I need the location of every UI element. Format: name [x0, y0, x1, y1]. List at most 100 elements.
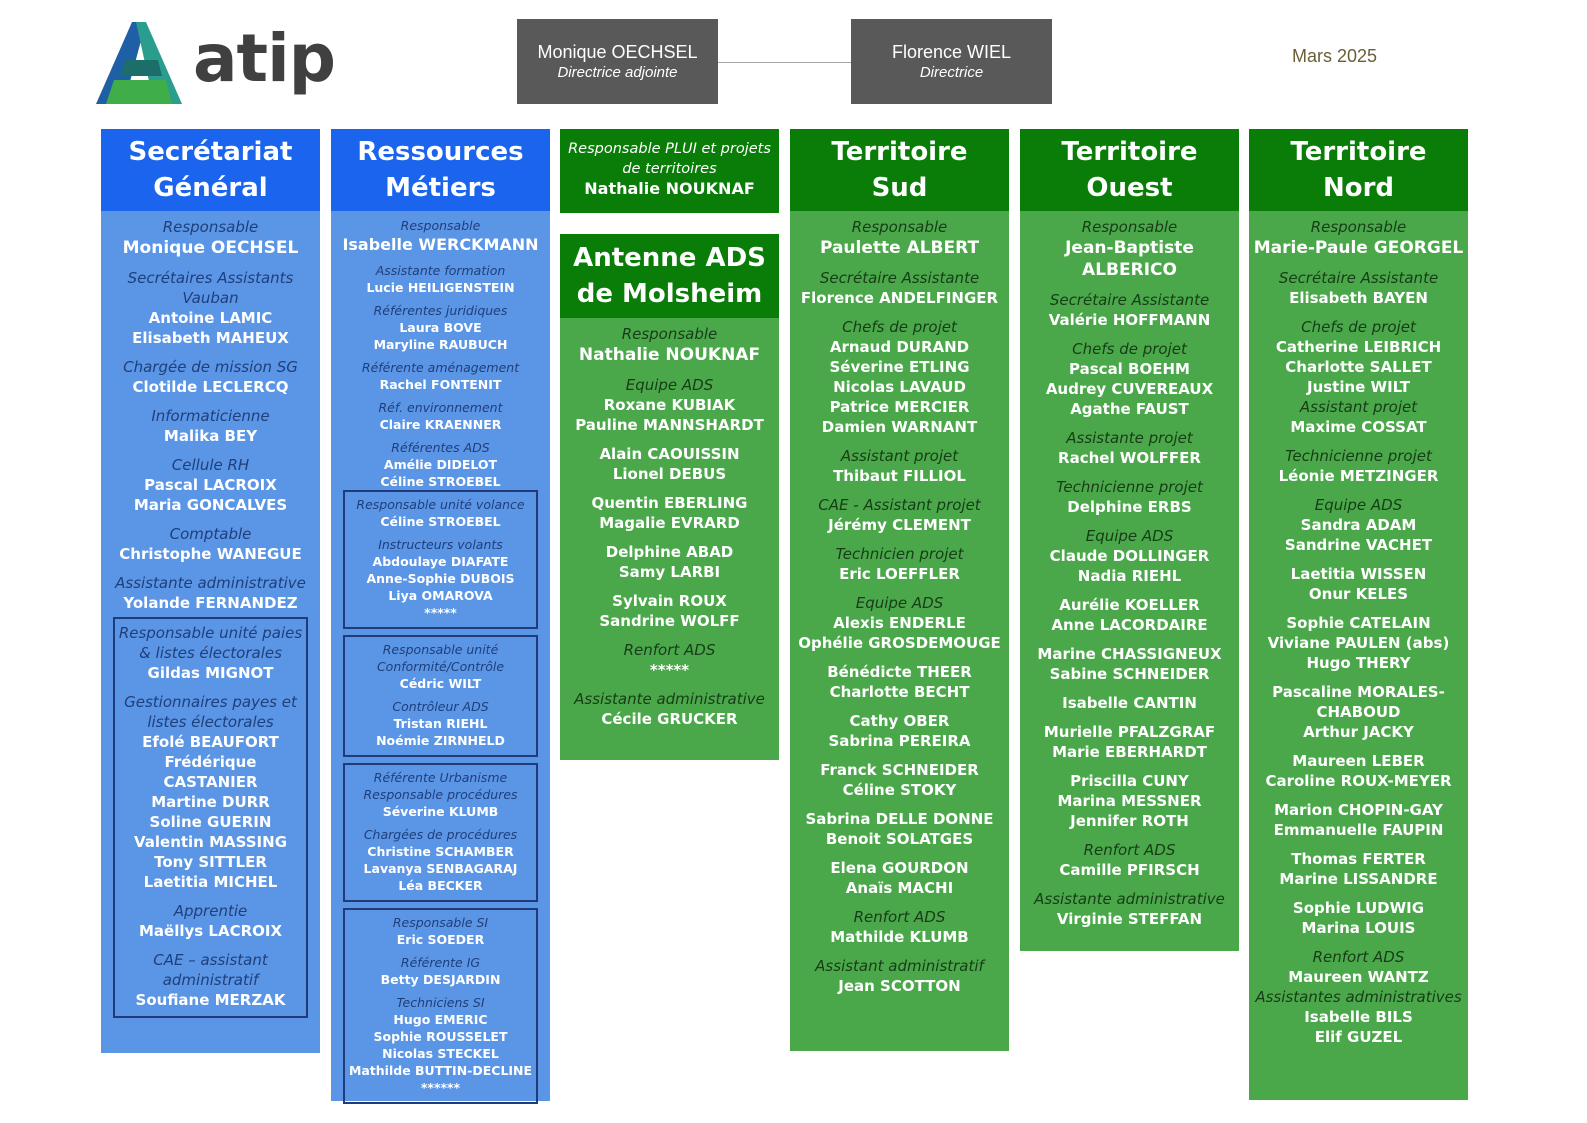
role-label: Instructeurs volants	[378, 537, 503, 552]
person-name: Roxane KUBIAK	[603, 396, 736, 414]
person-name: Hugo THERY	[1306, 654, 1411, 672]
column-body: Responsable Isabelle WERCKMANN Assistant…	[331, 211, 550, 1104]
role-label: Technicienne projet	[1056, 478, 1203, 496]
person-name: Camille PFIRSCH	[1059, 861, 1200, 879]
person-name: Noémie ZIRNHELD	[376, 733, 505, 748]
person-name: Charlotte BECHT	[829, 683, 970, 701]
person-name: Antoine LAMIC	[148, 309, 273, 327]
person-name: Céline STOKY	[842, 781, 957, 799]
person-name: Clotilde LECLERCQ	[132, 378, 289, 396]
person-name: Elisabeth BAYEN	[1289, 289, 1428, 307]
header-line: Secrétariat	[128, 137, 293, 167]
director-adjointe-name: Monique OECHSEL	[537, 41, 698, 62]
person-name: Maureen WANTZ	[1288, 968, 1429, 986]
person-name: Marine CHASSIGNEUX	[1037, 645, 1222, 663]
person-name: Cédric WILT	[399, 676, 482, 691]
role-label: Chefs de projet	[1072, 340, 1187, 358]
role-label: Référente Urbanisme Responsable procédur…	[363, 770, 518, 802]
unit-urbanisme-box: Référente Urbanisme Responsable procédur…	[343, 763, 538, 902]
person-name: Pauline MANNSHARDT	[575, 416, 764, 434]
role-label: Cellule RH	[171, 456, 250, 474]
person-name: Cécile GRUCKER	[601, 710, 738, 728]
header-line: Antenne ADS	[573, 243, 766, 273]
role-label: Responsable unité paies & listes élector…	[118, 624, 303, 662]
director-connector	[718, 62, 851, 63]
person-name: Anne LACORDAIRE	[1051, 616, 1208, 634]
role-label: Informaticienne	[151, 407, 270, 425]
person-name: Nathalie NOUKNAF	[584, 179, 755, 198]
role-label: CAE - Assistant projet	[818, 496, 981, 514]
person-name: Christine SCHAMBER	[367, 844, 514, 859]
column-header: Territoire Nord	[1249, 129, 1468, 211]
person-name: Jérémy CLEMENT	[828, 516, 971, 534]
person-name: Betty DESJARDIN	[380, 972, 501, 987]
role-label: Secrétaires Assistants Vauban	[127, 269, 294, 307]
person-name: Séverine ETLING	[829, 358, 970, 376]
role-label: Gestionnaires payes et listes électorale…	[124, 693, 297, 731]
person-name: Anne-Sophie DUBOIS	[366, 571, 515, 586]
person-name: Anaïs MACHI	[845, 879, 954, 897]
person-name: Isabelle WERCKMANN	[342, 235, 539, 254]
person-name: Soline GUERIN	[149, 813, 272, 831]
role-label: Référentes juridiques	[373, 303, 508, 318]
person-name: Arthur JACKY	[1303, 723, 1414, 741]
header-line: Nord	[1322, 173, 1395, 203]
person-name: Delphine ABAD	[605, 543, 734, 561]
person-name: Marion CHOPIN-GAY	[1274, 801, 1443, 819]
person-name: Amélie DIDELOT	[383, 457, 498, 472]
person-name: Arnaud DURAND	[829, 338, 970, 356]
person-name: Gildas MIGNOT	[147, 664, 274, 682]
person-name: Onur KELES	[1308, 585, 1409, 603]
header-line: de Molsheim	[576, 279, 763, 309]
header-line: Sud	[871, 173, 928, 203]
person-name: Laetitia MICHEL	[143, 873, 278, 891]
person-name: Maureen LEBER	[1292, 752, 1425, 770]
person-name: Séverine KLUMB	[382, 804, 499, 819]
person-name: Sandra ADAM	[1300, 516, 1417, 534]
logo-text: atip	[193, 20, 336, 97]
person-name: Thomas FERTER	[1291, 850, 1426, 868]
person-name: Priscilla CUNY	[1070, 772, 1189, 790]
person-name: Elif GUZEL	[1314, 1028, 1403, 1046]
role-label: Référente IG	[400, 955, 481, 970]
person-name: Céline STROEBEL	[380, 514, 501, 529]
header-line: Territoire	[1061, 137, 1198, 167]
person-name: Marie EBERHARDT	[1052, 743, 1207, 761]
person-name: CHABOUD	[1316, 703, 1401, 721]
person-name: Damien WARNANT	[821, 418, 978, 436]
person-name: Lucie HEILIGENSTEIN	[366, 280, 515, 295]
role-label: Technicien projet	[835, 545, 964, 563]
role-label: Chefs de projet	[1301, 318, 1416, 336]
person-name: Liya OMAROVA	[388, 588, 493, 603]
person-name: Marina LOUIS	[1301, 919, 1416, 937]
person-name: Abdoulaye DIAFATE	[372, 554, 509, 569]
document-date: Mars 2025	[1292, 46, 1378, 66]
person-name: Soufiane MERZAK	[135, 991, 286, 1009]
person-name: Jean-Baptiste ALBERICO	[1065, 238, 1194, 280]
role-label: Renfort ADS	[853, 908, 946, 926]
person-name: Sabrina PEREIRA	[828, 732, 971, 750]
person-name: Eric SOEDER	[396, 932, 485, 947]
role-label: Responsable PLUI et projets de territoir…	[568, 141, 771, 177]
person-name: Claude DOLLINGER	[1049, 547, 1210, 565]
role-label: Assistant administratif	[815, 957, 984, 975]
person-name: Jennifer ROTH	[1070, 812, 1189, 830]
person-name: Céline STROEBEL	[380, 474, 501, 489]
person-name: Lavanya SENBAGARAJ	[363, 861, 518, 876]
unit-paies-box: Responsable unité paies & listes élector…	[113, 617, 308, 1018]
role-label: Comptable	[169, 525, 252, 543]
person-name: Tony SITTLER	[154, 853, 267, 871]
person-name: Charlotte SALLET	[1285, 358, 1432, 376]
role-label: Equipe ADS	[855, 594, 944, 612]
person-name: Léonie METZINGER	[1278, 467, 1439, 485]
header-line: Territoire	[1290, 137, 1427, 167]
person-name: Nadia RIEHL	[1077, 567, 1182, 585]
person-name: Claire KRAENNER	[379, 417, 502, 432]
person-name: Murielle PFALZGRAF	[1043, 723, 1216, 741]
